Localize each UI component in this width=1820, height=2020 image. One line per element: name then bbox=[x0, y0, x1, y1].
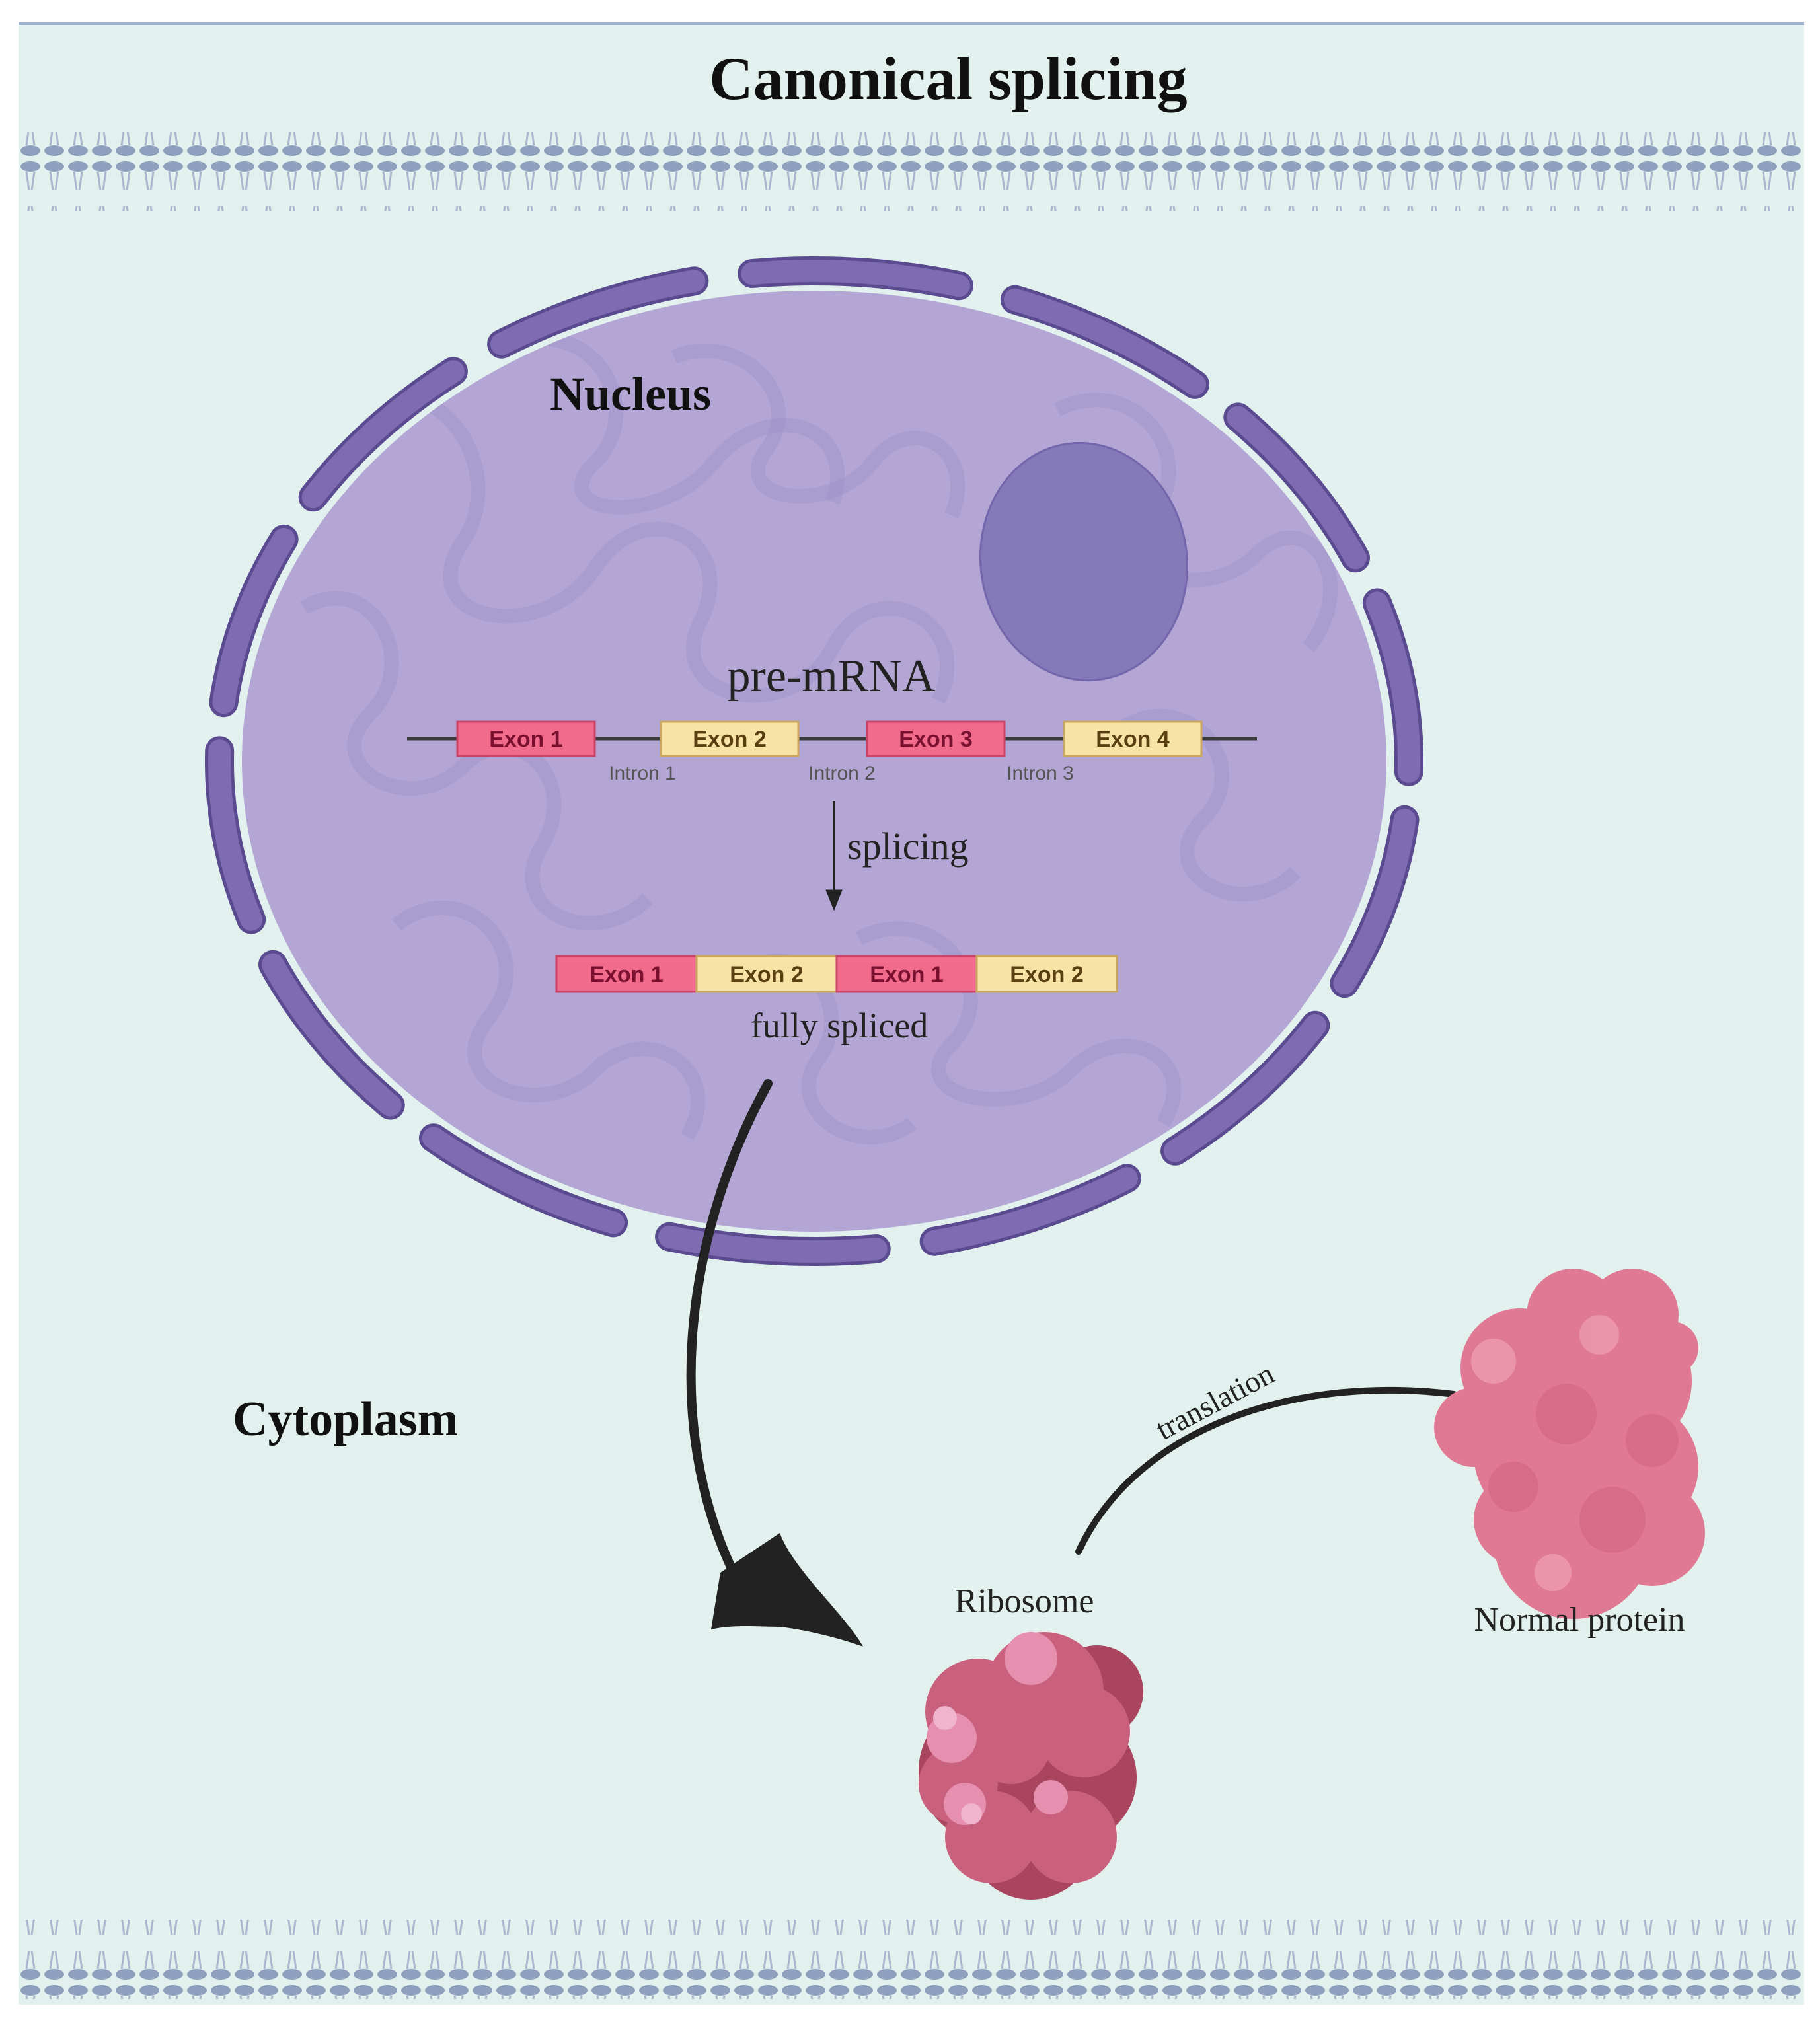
pre-mrna-exon-box bbox=[456, 720, 596, 757]
nuclear-envelope bbox=[205, 256, 1423, 1267]
mature-mrna: Exon 1 Exon 2 Exon 1 Exon 2 bbox=[555, 955, 1118, 993]
protein-label: Normal protein bbox=[1474, 1601, 1685, 1639]
nucleus bbox=[205, 256, 1423, 1267]
protein bbox=[1434, 1269, 1705, 1619]
envelope-segment bbox=[422, 1127, 625, 1234]
envelope-segment bbox=[1227, 406, 1367, 570]
pre-mrna-exon-label: Exon 1 bbox=[489, 727, 562, 752]
chromatin bbox=[300, 332, 1338, 1144]
pre-mrna-exon-box bbox=[660, 720, 800, 757]
pre-mrna: Exon 1 Exon 2 Exon 3 Exon 4 Intron 1 Intron 2… bbox=[456, 720, 1203, 784]
export-arrow bbox=[686, 1079, 863, 1647]
envelope-segment bbox=[490, 270, 706, 355]
cell-membrane-top bbox=[19, 132, 1804, 211]
nucleolus bbox=[979, 441, 1188, 682]
ribosome bbox=[919, 1632, 1143, 1900]
mature-mrna-exon-label: Exon 2 bbox=[730, 962, 803, 987]
ribosome-label: Ribosome bbox=[955, 1583, 1094, 1620]
envelope-segment bbox=[208, 739, 263, 931]
mature-mrna-exon-box bbox=[695, 955, 838, 993]
cell-membrane-bottom bbox=[19, 1920, 1804, 1999]
envelope-segment bbox=[923, 1167, 1138, 1253]
fully-spliced-label: fully spliced bbox=[751, 1006, 928, 1045]
pre-mrna-exon-label: Exon 2 bbox=[693, 727, 766, 752]
envelope-segment bbox=[1164, 1014, 1327, 1162]
mature-mrna-exon-label: Exon 1 bbox=[589, 962, 663, 987]
mature-mrna-exon-label: Exon 2 bbox=[1010, 962, 1083, 987]
diagram-title: Canonical splicing bbox=[709, 45, 1187, 112]
pre-mrna-exon-box bbox=[1063, 720, 1203, 757]
envelope-segment bbox=[262, 953, 402, 1117]
envelope-segment bbox=[1003, 288, 1206, 396]
envelope-segment bbox=[741, 259, 970, 297]
intron-label: Intron 1 bbox=[609, 763, 676, 784]
envelope-segment bbox=[1333, 808, 1416, 995]
pre-mrna-label: pre-mRNA bbox=[728, 651, 936, 702]
intron-label: Intron 3 bbox=[1006, 763, 1074, 784]
pre-mrna-exon-box bbox=[866, 720, 1006, 757]
nucleus-label: Nucleus bbox=[550, 367, 711, 420]
envelope-segment bbox=[212, 527, 295, 714]
mature-mrna-exon-box bbox=[555, 955, 698, 993]
mature-mrna-exon-label: Exon 1 bbox=[870, 962, 943, 987]
envelope-segment bbox=[1365, 591, 1420, 783]
pre-mrna-exon-label: Exon 4 bbox=[1096, 727, 1170, 752]
splicing-label: splicing bbox=[847, 825, 969, 868]
mature-mrna-exon-box bbox=[835, 955, 978, 993]
mature-mrna-exon-box bbox=[975, 955, 1118, 993]
cytoplasm-label: Cytoplasm bbox=[233, 1392, 458, 1446]
envelope-segment bbox=[301, 360, 465, 509]
intron-label: Intron 2 bbox=[808, 763, 876, 784]
pre-mrna-exon-label: Exon 3 bbox=[899, 727, 972, 752]
